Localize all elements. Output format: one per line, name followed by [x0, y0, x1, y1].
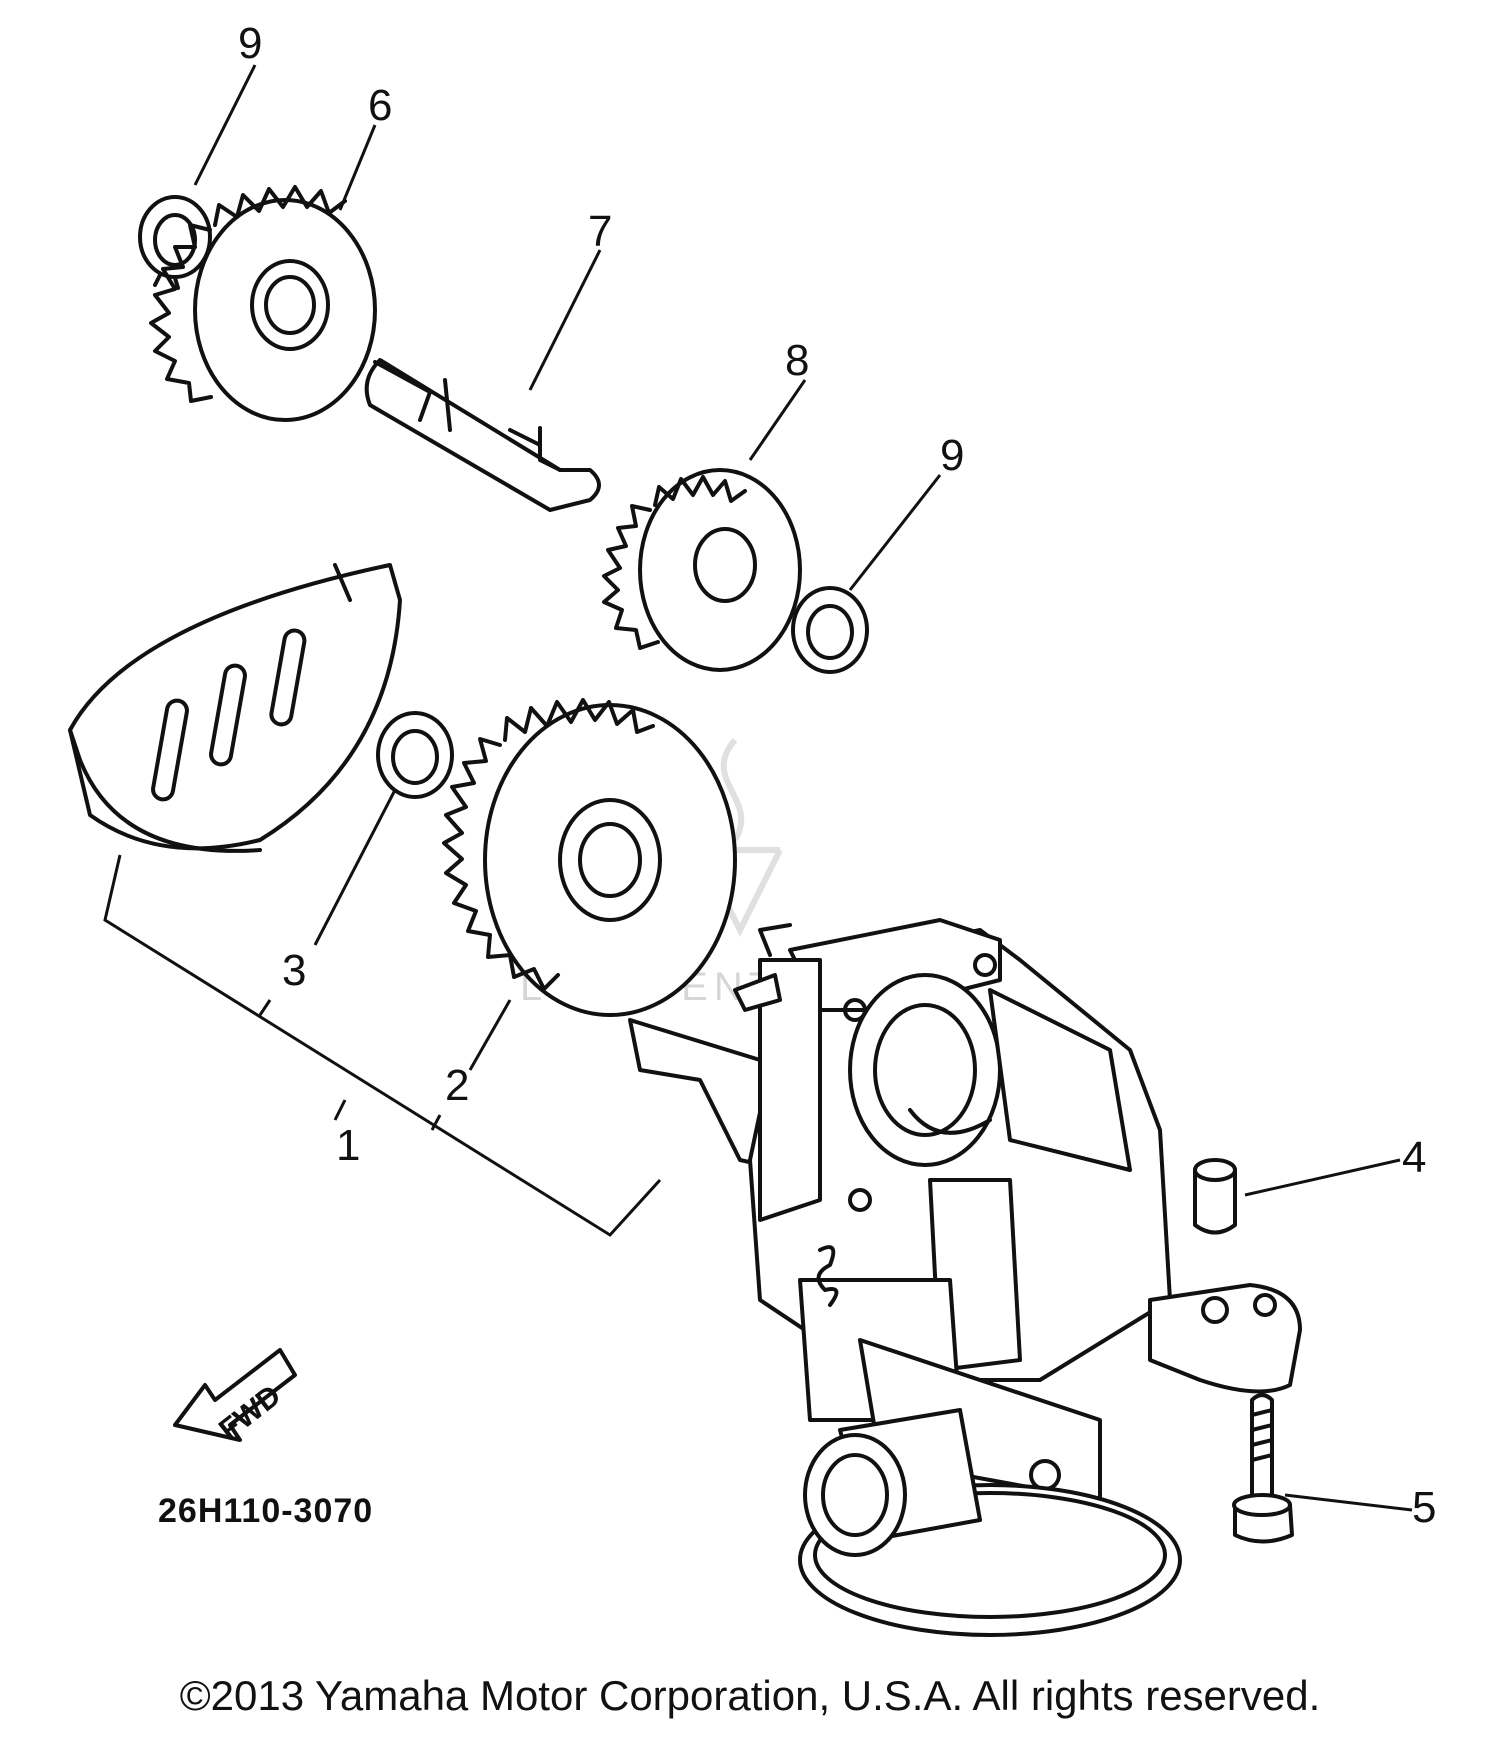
part-8-gear	[602, 468, 802, 672]
callout-4: 4	[1402, 1133, 1426, 1182]
callout-9-right: 9	[940, 431, 964, 480]
forward-direction-arrow: FWD	[173, 1348, 297, 1447]
oil-pump-housing	[628, 918, 1302, 1637]
callout-5: 5	[1412, 1483, 1436, 1532]
part-6-gear	[149, 185, 377, 422]
copyright-notice: ©2013 Yamaha Motor Corporation, U.S.A. A…	[179, 1672, 1321, 1719]
callout-1: 1	[336, 1121, 360, 1170]
part-5-bolt	[1232, 1393, 1294, 1544]
part-9-circlip-top	[138, 195, 212, 290]
callout-6: 6	[368, 81, 392, 130]
callout-3: 3	[282, 946, 306, 995]
callout-2: 2	[445, 1061, 469, 1110]
callout-8: 8	[785, 336, 809, 385]
part-7-shaft	[364, 358, 601, 512]
part-3-circlip	[376, 711, 454, 799]
part-2-large-gear	[442, 698, 737, 1017]
part-4-plug	[1193, 1158, 1237, 1235]
callout-7: 7	[588, 207, 612, 256]
leader-lines	[103, 64, 1413, 1512]
callout-9-top: 9	[238, 19, 262, 68]
diagram-part-code: 26H110-3070	[158, 1492, 373, 1530]
part-9-circlip-right	[791, 586, 869, 674]
part-1-cover-plate	[68, 563, 402, 853]
